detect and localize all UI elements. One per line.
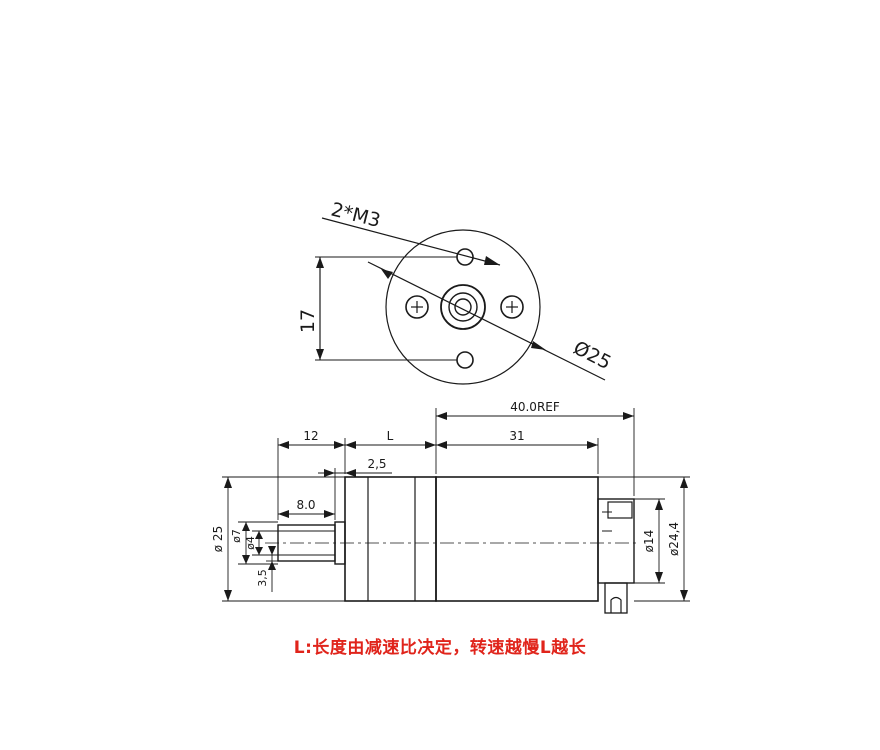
label-dia25: Ø25 <box>570 337 615 374</box>
side-view <box>265 476 640 614</box>
m3-hole-bottom <box>456 351 474 369</box>
label-40ref: 40.0REF <box>510 400 560 414</box>
label-8-0: 8.0 <box>296 498 315 512</box>
mount-hole-left <box>405 295 429 319</box>
label-L: L <box>387 429 394 443</box>
label-17: 17 <box>297 309 319 333</box>
label-2-5: 2,5 <box>367 457 386 471</box>
gearbox-body <box>344 476 437 602</box>
shaft-boss <box>440 284 486 330</box>
length-note: L:长度由减速比决定，转速越慢L越长 <box>293 638 587 658</box>
m3-leader <box>321 217 501 266</box>
label-shaft-dia: ø7 <box>230 529 243 543</box>
flange-outline <box>385 229 541 385</box>
label-endcap-dia: ø14 <box>642 530 656 553</box>
label-body-dia: ø 25 <box>211 526 225 552</box>
label-31: 31 <box>509 429 524 443</box>
motor-body <box>435 476 599 602</box>
label-motor-dia: ø24,4 <box>667 522 681 556</box>
label-12: 12 <box>303 429 318 443</box>
dimensions <box>222 408 690 602</box>
label-flat-dia: ø4 <box>244 536 257 550</box>
mount-hole-right <box>500 295 524 319</box>
label-3-5: 3,5 <box>256 569 269 587</box>
dia25-leader <box>367 261 606 381</box>
terminal-tab <box>604 582 628 614</box>
shaft-hole <box>454 298 472 316</box>
front-view <box>315 217 606 385</box>
